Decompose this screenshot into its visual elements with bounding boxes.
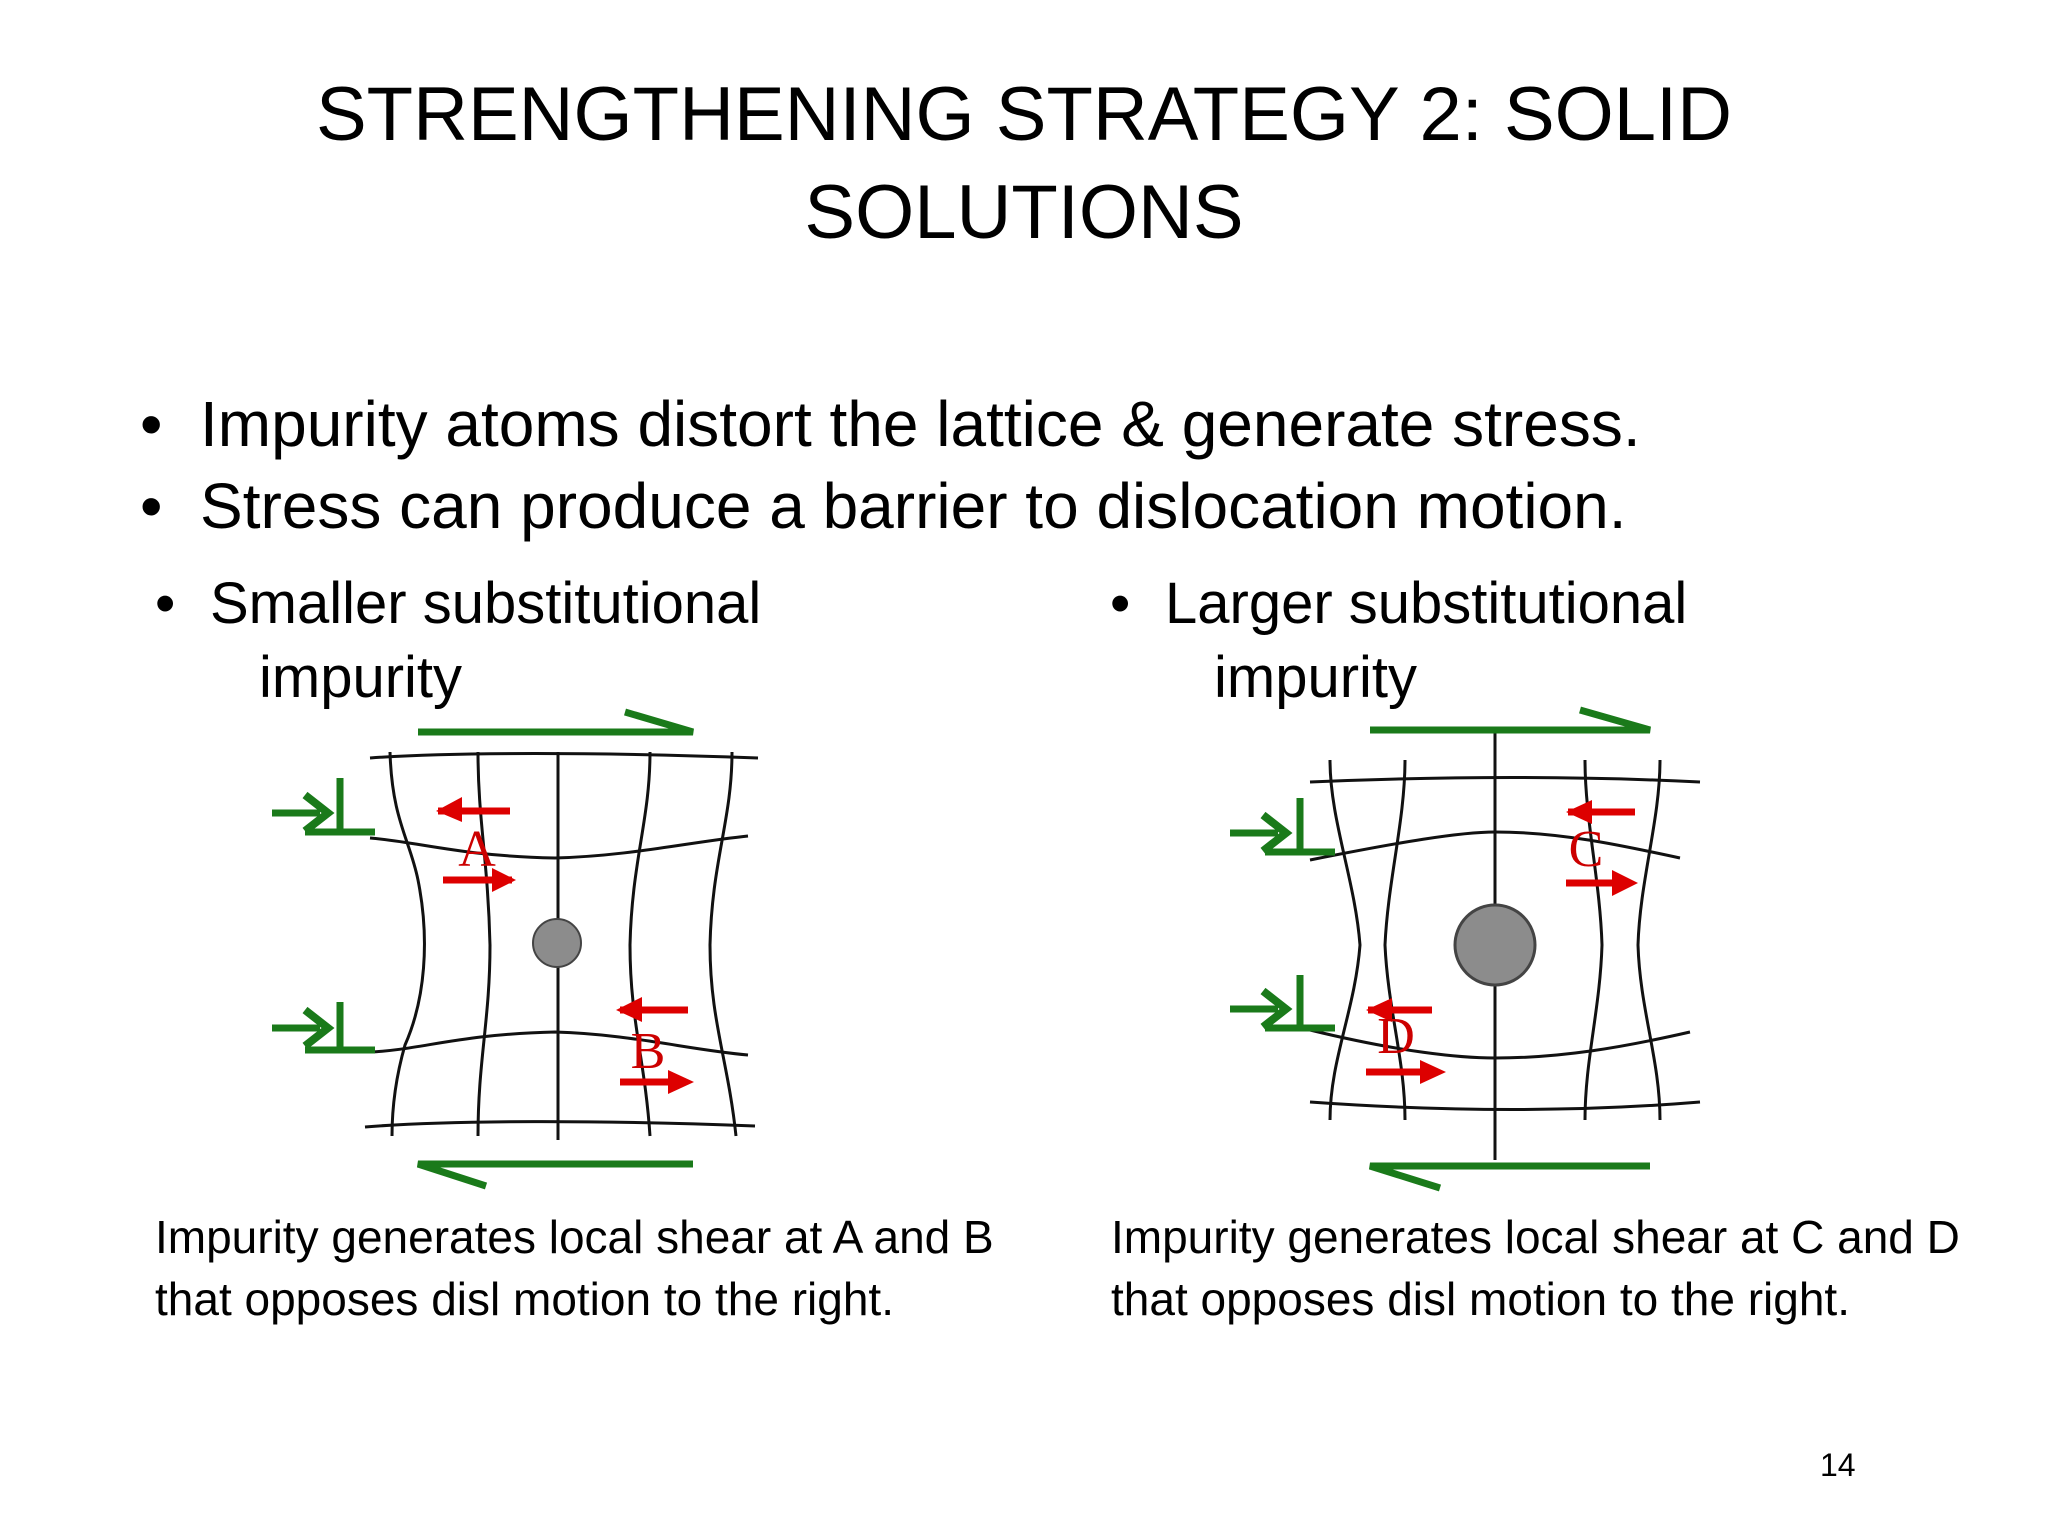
small-impurity-lattice-diagram: A B [272,708,759,1190]
title-line-1: STRENGTHENING STRATEGY 2: SOLID [315,72,1733,157]
bullet-text: Impurity atoms distort the lattice & gen… [200,388,1641,460]
title-line-2: SOLUTIONS [804,170,1244,255]
shear-arrow-bottom [416,1160,693,1190]
large-impurity-lattice-diagram: C D [1230,706,1701,1192]
impurity-atom-small [532,918,582,968]
local-shear-D: D [1366,998,1446,1084]
bullet-dot: • [155,571,176,636]
dislocation-arrow-bottom [272,1002,375,1054]
dislocation-arrow-bottom [1230,975,1335,1032]
right-heading-line-2: impurity [1214,645,1418,710]
left-heading-line-1: Smaller substitutional [210,571,762,636]
slide-title: STRENGTHENING STRATEGY 2: SOLID SOLUTION… [0,66,2048,262]
right-caption: Impurity generates local shear at C and … [1111,1211,1960,1325]
bullet-dot: • [140,470,163,542]
shear-arrow-top [418,708,694,736]
label-b: B [631,1023,666,1080]
shear-arrow-bottom [1368,1162,1650,1192]
applied-shear-arrows [416,708,694,1190]
label-c: C [1569,821,1604,878]
page-number: 14 [1820,1447,1856,1483]
bullet-item: • Stress can produce a barrier to disloc… [140,465,1641,547]
main-bullet-list: • Impurity atoms distort the lattice & g… [140,383,1641,547]
bullet-dot: • [1110,571,1131,636]
shear-arrow-top [1370,706,1651,734]
applied-shear-arrows [1368,706,1651,1192]
local-shear-A: A [436,797,516,892]
right-subheading: • Larger substitutional impurity [1110,567,1687,715]
bullet-text: Stress can produce a barrier to dislocat… [200,470,1627,542]
left-caption: Impurity generates local shear at A and … [155,1211,994,1325]
label-d: D [1377,1008,1415,1065]
left-heading-line-2: impurity [259,645,463,710]
dislocation-arrow-top [1230,798,1335,856]
dislocation-arrow-top [272,778,375,836]
bullet-item: • Impurity atoms distort the lattice & g… [140,383,1641,465]
right-heading-line-1: Larger substitutional [1165,571,1688,636]
local-shear-B: B [616,997,694,1094]
local-shear-C: C [1566,800,1638,896]
bullet-dot: • [140,388,163,460]
label-a: A [458,821,496,878]
impurity-atom-large [1453,903,1537,987]
left-subheading: • Smaller substitutional impurity [155,567,761,715]
